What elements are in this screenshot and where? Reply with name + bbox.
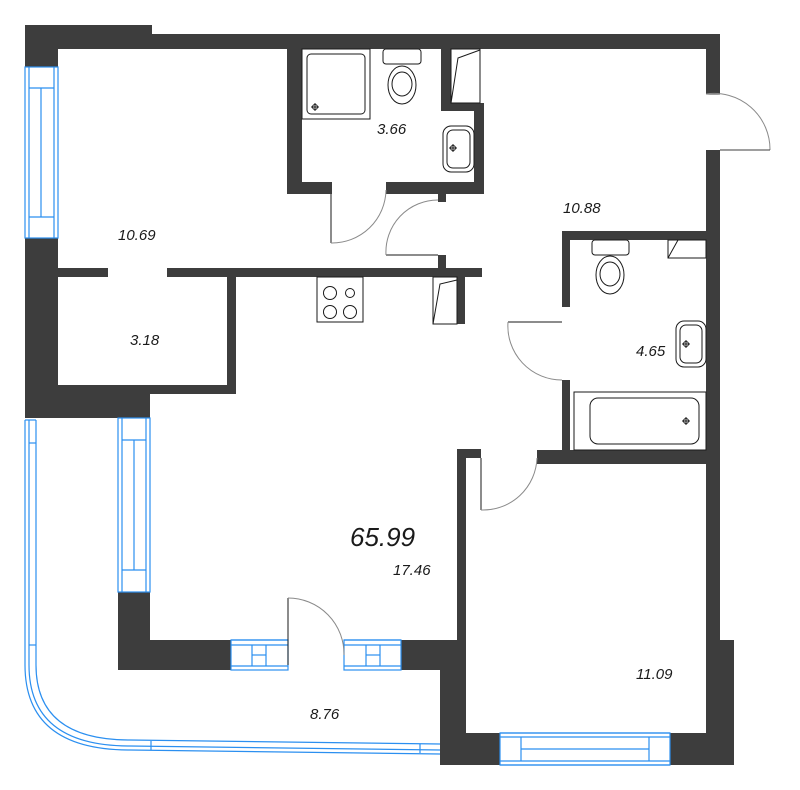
room-area-storage: 3.18 xyxy=(130,332,160,349)
stove-icon xyxy=(316,276,364,323)
wall-storage-right xyxy=(227,276,236,391)
wall-bath-bottom xyxy=(537,450,707,464)
wall-mid-right xyxy=(167,268,482,277)
door-bedroom2[interactable] xyxy=(480,457,538,511)
window-living-bottom-left xyxy=(230,639,289,671)
total-area: 65.99 xyxy=(350,522,416,552)
wall-mid-left xyxy=(58,268,108,277)
wall-left-upper xyxy=(25,25,58,67)
wall-shower-bottom-right xyxy=(386,182,482,194)
window-balcony-curved xyxy=(24,419,441,755)
room-area-bedroom-1: 10.69 xyxy=(118,227,156,244)
room-area-bedroom-2: 11.09 xyxy=(636,666,673,683)
wall-bath-left-upper xyxy=(562,225,570,307)
wall-left-block-2 xyxy=(118,395,150,418)
bathtub-icon xyxy=(573,391,707,451)
door-bathroom[interactable] xyxy=(507,321,563,381)
door-entrance[interactable] xyxy=(705,92,771,151)
cabinet-niche-icon xyxy=(450,48,481,104)
wall-shower-right xyxy=(474,105,484,194)
room-area-hallway: 10.88 xyxy=(563,200,601,217)
wall-stub-2 xyxy=(438,255,446,269)
room-area-shower-room: 3.66 xyxy=(377,121,407,138)
wall-stub-1 xyxy=(438,190,446,202)
sink-icon-2 xyxy=(675,320,707,368)
cabinet-niche-icon-2 xyxy=(667,239,707,259)
fixtures xyxy=(301,48,707,451)
wall-right-upper xyxy=(706,34,720,94)
wall-bedroom2-left xyxy=(457,449,466,749)
wall-bedroom2-top-stub xyxy=(457,449,481,458)
wall-room1-right xyxy=(287,40,302,190)
door-bedroom1[interactable] xyxy=(385,199,439,256)
room-area-balcony: 8.76 xyxy=(310,706,340,723)
wall-shower-bottom-left xyxy=(287,182,332,194)
windows xyxy=(24,66,671,766)
wall-bedroom2-bottom-right xyxy=(670,733,734,765)
cabinet-niche-icon-3 xyxy=(432,276,458,325)
walls xyxy=(25,25,734,765)
wall-bath-left-lower xyxy=(562,380,570,450)
door-balcony[interactable] xyxy=(287,597,345,665)
window-left-bedroom xyxy=(24,66,59,239)
window-living-left xyxy=(117,417,151,593)
toilet-icon xyxy=(382,48,422,105)
window-living-bottom-right xyxy=(343,639,402,671)
shower-tray-icon xyxy=(301,48,371,120)
doors xyxy=(287,92,771,665)
room-area-bathroom: 4.65 xyxy=(636,343,666,360)
room-area-kitchen-living: 17.46 xyxy=(393,562,431,579)
sink-icon xyxy=(442,125,475,173)
wall-shower-niche xyxy=(441,40,451,110)
wall-kitchen-niche xyxy=(457,276,465,324)
wall-bath-top xyxy=(562,231,707,240)
wall-living-bottom-right xyxy=(401,640,461,670)
wall-storage-bottom xyxy=(58,385,236,394)
wall-top xyxy=(150,34,720,49)
wall-living-bottom-left xyxy=(118,640,231,670)
toilet-icon-2 xyxy=(591,239,630,295)
wall-shower-niche-bottom xyxy=(441,103,484,111)
window-bedroom2-bottom xyxy=(499,732,671,766)
wall-right-mid xyxy=(706,150,720,650)
door-shower-room[interactable] xyxy=(330,189,387,244)
